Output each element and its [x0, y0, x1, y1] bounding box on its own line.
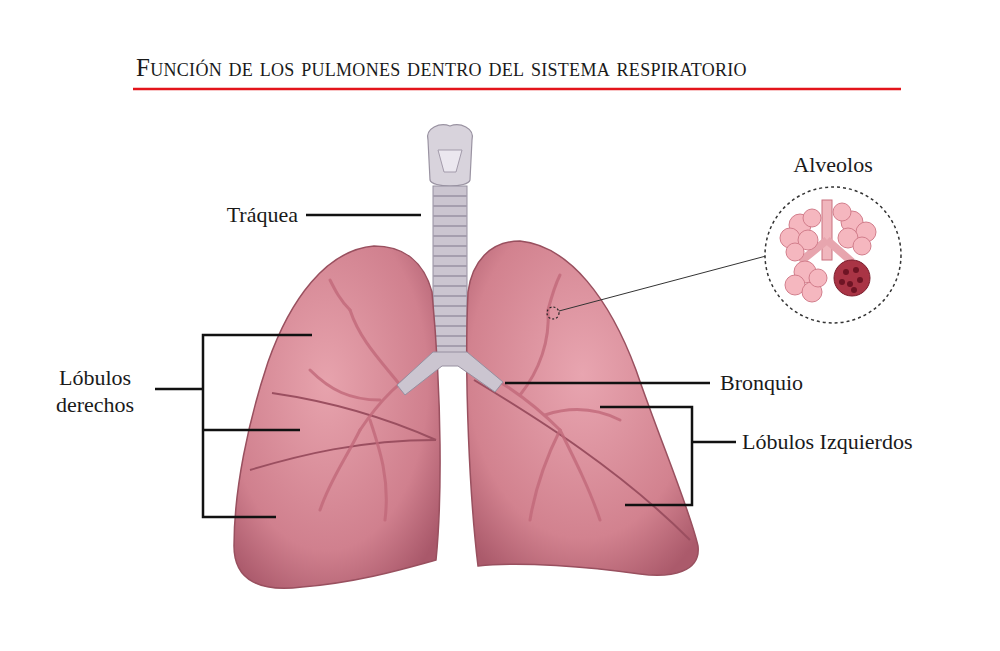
title-underline — [133, 88, 901, 91]
left-lung — [467, 241, 698, 575]
diagram-title: Función de los pulmones dentro del siste… — [136, 52, 747, 83]
part-label: Bronquio — [720, 369, 803, 397]
part-label: Alveolos — [793, 151, 872, 179]
alveoli-callout — [547, 187, 901, 323]
right-lung — [234, 246, 440, 588]
bronchi — [397, 352, 503, 395]
part-label: Tráquea — [227, 201, 298, 229]
part-label: Lóbulos Izquierdos — [742, 428, 912, 456]
leader-lines — [155, 215, 736, 517]
part-label: Lóbulos derechos — [40, 364, 150, 419]
